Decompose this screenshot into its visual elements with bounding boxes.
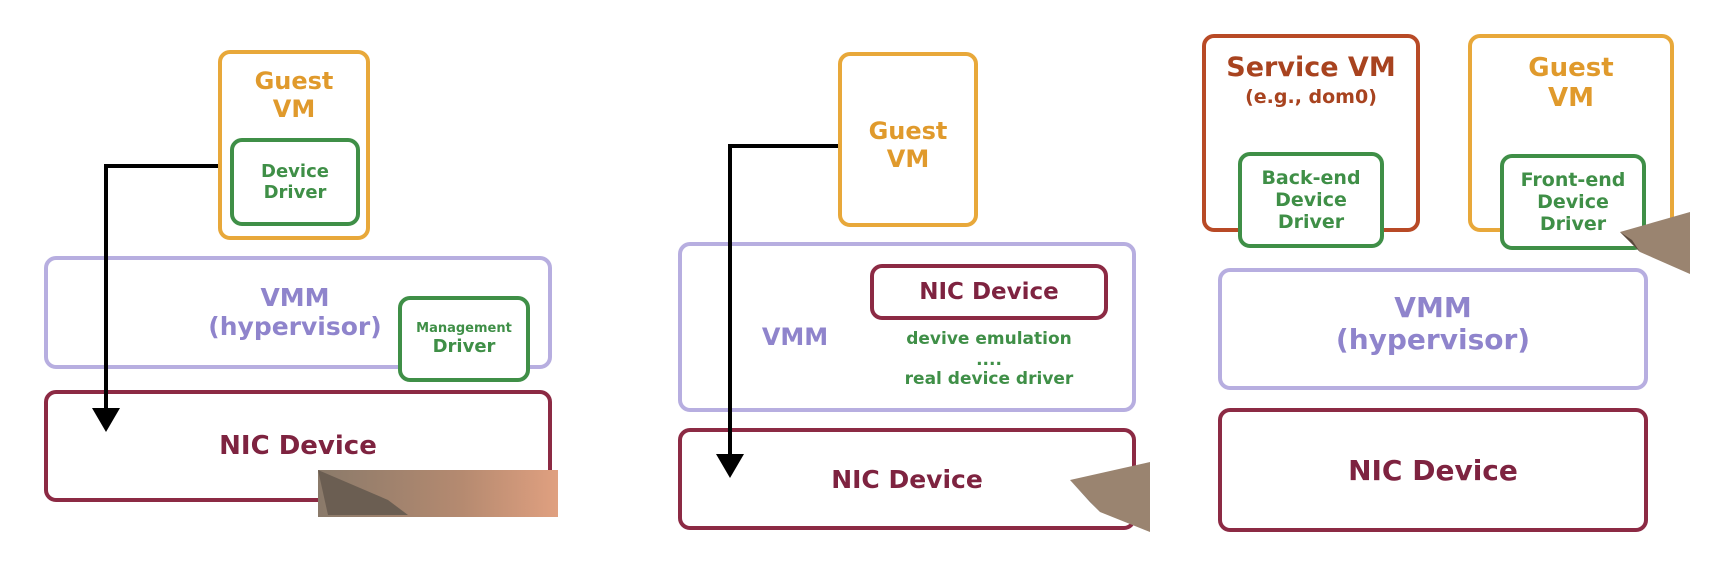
- frontend-driver-box: Front-end Device Driver: [1500, 154, 1646, 250]
- guest-vm-2-line2: VM: [886, 144, 930, 173]
- vmm-label-2: VMM: [761, 323, 829, 351]
- frontend-line1: Front-end: [1520, 169, 1626, 191]
- service-vm-title: Service VM: [1226, 52, 1396, 83]
- management-driver-line1: Management: [416, 321, 512, 336]
- guest-vm-box: [218, 50, 370, 240]
- guest-vm-3-line2: VM: [1548, 82, 1594, 113]
- guest-vm-label-line2: VM: [272, 94, 316, 123]
- nic-device-inner-label: NIC Device: [919, 279, 1059, 305]
- vmm-box-3: [1218, 268, 1648, 390]
- device-driver-line1: Device: [261, 161, 329, 182]
- guest-vm-label-3: Guest VM: [1468, 53, 1674, 114]
- backend-line1: Back-end: [1261, 167, 1361, 189]
- device-driver-line2: Driver: [263, 182, 327, 203]
- vmm-label: VMM (hypervisor): [180, 283, 410, 342]
- vmm-label-line1: VMM: [260, 283, 330, 312]
- guest-vm-box-2: [838, 52, 978, 227]
- vmm-box: [44, 256, 552, 369]
- vmm-label-line2: (hypervisor): [208, 311, 382, 341]
- device-driver-box: Device Driver: [230, 138, 360, 226]
- vmm-3-line1: VMM: [1394, 291, 1472, 324]
- nic-device-label-2: NIC Device: [831, 464, 983, 494]
- nic-device-box: NIC Device: [44, 390, 552, 502]
- nic-device-inner-box: NIC Device: [870, 264, 1108, 320]
- nic-device-label: NIC Device: [219, 431, 377, 461]
- pen-tip-icon: [318, 470, 408, 515]
- management-driver-box: Management Driver: [398, 296, 530, 382]
- pen-tip-icon-3: [1620, 212, 1690, 274]
- frontend-line2: Device: [1537, 191, 1609, 213]
- device-emulation-label: devive emulation .... real device driver: [870, 329, 1108, 389]
- vmm-label-3: VMM (hypervisor): [1218, 291, 1648, 357]
- vmm-3-line2: (hypervisor): [1335, 323, 1531, 357]
- management-driver-line2: Driver: [432, 336, 496, 357]
- ellipsis-text: ....: [976, 349, 1002, 370]
- backend-line2: Device: [1275, 189, 1347, 211]
- real-device-driver-text: real device driver: [904, 368, 1074, 389]
- service-vm-subtitle: (e.g., dom0): [1245, 86, 1377, 109]
- backend-line3: Driver: [1277, 211, 1345, 233]
- guest-vm-3-line1: Guest: [1528, 53, 1614, 83]
- guest-vm-label-2: Guest VM: [838, 117, 978, 173]
- guest-vm-2-line1: Guest: [868, 117, 948, 145]
- service-vm-label: Service VM (e.g., dom0): [1202, 52, 1420, 109]
- guest-vm-label: Guest VM: [218, 67, 370, 123]
- guest-vm-label-line1: Guest: [254, 67, 334, 95]
- backend-driver-box: Back-end Device Driver: [1238, 152, 1384, 248]
- frontend-line3: Driver: [1539, 213, 1607, 235]
- pen-tip-icon-2: [1070, 462, 1150, 532]
- nic-device-box-3: NIC Device: [1218, 408, 1648, 532]
- vmm-box-2: [678, 242, 1136, 412]
- nic-device-label-3: NIC Device: [1348, 453, 1518, 487]
- nic-device-box-2: NIC Device: [678, 428, 1136, 530]
- device-emulation-text: devive emulation: [906, 329, 1072, 349]
